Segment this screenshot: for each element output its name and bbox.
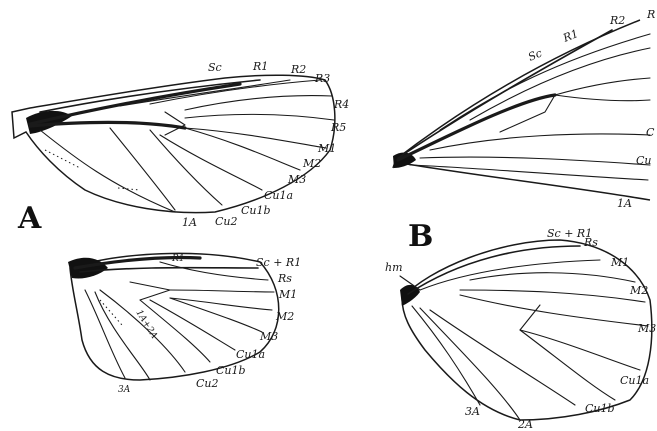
- label-b-m2: M2: [629, 284, 648, 297]
- label-hind-rs: Rs: [277, 272, 292, 285]
- label-b-r: R: [646, 8, 655, 21]
- wing-b-forewing: Sc R1 R2 R C Cu 1A: [393, 8, 655, 210]
- label-m3: M3: [287, 173, 306, 186]
- label-cu1b: Cu1b: [241, 204, 271, 217]
- label-hind-r1: R1: [171, 254, 185, 264]
- label-b-3a: 3A: [465, 405, 480, 418]
- label-b-2a: 2A: [517, 418, 533, 431]
- label-hind-3a: 3A: [118, 385, 131, 395]
- label-r5: R5: [330, 121, 346, 134]
- label-b-rs: Rs: [583, 236, 598, 249]
- label-b-r2: R2: [609, 14, 625, 27]
- label-m1: M1: [317, 142, 336, 155]
- label-r4: R4: [333, 98, 349, 111]
- wing-b-hindwing: hm Sc + R1 Rs M1 M2 M3 Cu1a Cu1b 3A 2A: [385, 227, 656, 431]
- label-hind-m2: M2: [275, 310, 294, 323]
- label-r2: R2: [290, 63, 306, 76]
- label-hind-cu1a: Cu1a: [236, 348, 265, 361]
- label-m2: M2: [302, 157, 321, 170]
- label-r1: R1: [252, 60, 268, 73]
- label-cu1a: Cu1a: [264, 189, 293, 202]
- label-hind-m3: M3: [259, 330, 278, 343]
- label-sc: Sc: [208, 61, 222, 74]
- label-b-r1: R1: [560, 27, 580, 45]
- wing-a-hindwing: R1 Sc + R1 Rs M1 M2 M3 Cu1a Cu1b Cu2 1A+…: [68, 253, 301, 395]
- label-b-hm: hm: [385, 261, 403, 274]
- label-b-sc: Sc: [526, 47, 544, 64]
- label-r3: R3: [314, 72, 330, 85]
- panel-label-b: B: [408, 219, 433, 254]
- label-b-cu1b: Cu1b: [585, 402, 615, 415]
- panel-label-a: A: [17, 201, 42, 236]
- label-b-m3: M3: [637, 322, 656, 335]
- wing-a-forewing: Sc R1 R2 R3 R4 R5 M1 M2 M3 Cu1a Cu1b Cu2…: [12, 60, 349, 229]
- label-b-cu: Cu: [636, 154, 652, 167]
- label-hind-sc-r1: Sc + R1: [256, 256, 301, 269]
- label-b-c: C: [646, 126, 655, 139]
- label-b-1a: 1A: [617, 197, 632, 210]
- label-1a: 1A: [182, 216, 197, 229]
- label-cu2: Cu2: [215, 215, 238, 228]
- label-hind-m1: M1: [278, 288, 297, 301]
- label-b-m1: M1: [610, 256, 629, 269]
- label-hind-cu2: Cu2: [196, 377, 219, 390]
- label-hind-cu1b: Cu1b: [216, 364, 246, 377]
- label-b-cu1a: Cu1a: [620, 374, 649, 387]
